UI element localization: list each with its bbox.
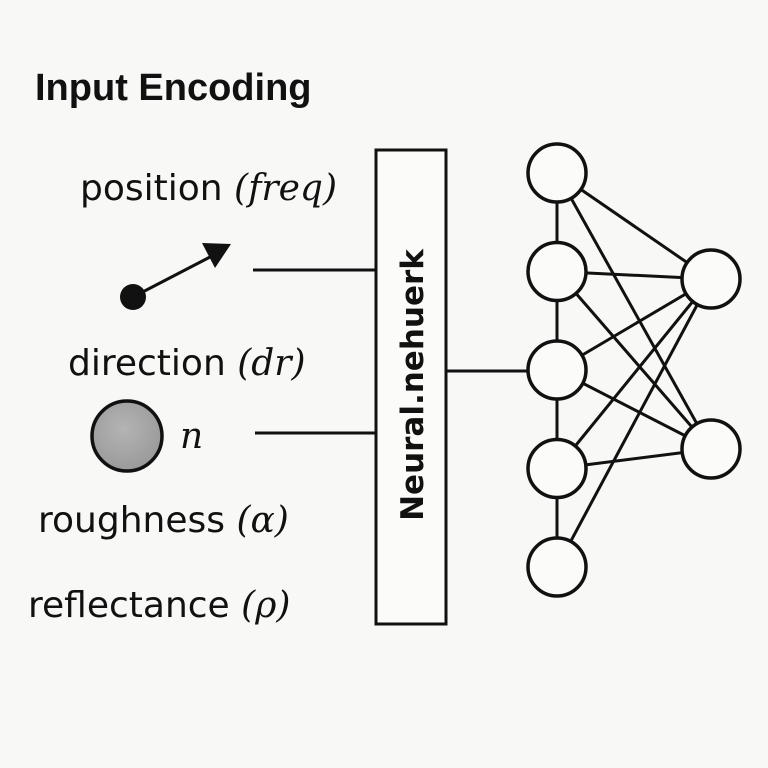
network-edge	[555, 278, 713, 470]
reflectance-label: reflectance (ρ)	[28, 585, 290, 626]
network-input-node	[526, 437, 588, 500]
material-sphere-icon	[90, 399, 164, 473]
network-input-node	[526, 536, 588, 598]
network-edge	[556, 171, 712, 281]
position-arrow-icon	[120, 243, 231, 310]
neural-network-graph	[526, 142, 742, 598]
network-input-node	[526, 339, 588, 401]
network-edge	[555, 278, 713, 568]
position-label: position (freq)	[80, 168, 337, 209]
neural-network-box: Neural.nehuerk	[374, 148, 448, 626]
network-output-node	[680, 418, 742, 480]
network-output-node	[680, 248, 742, 310]
network-input-node	[526, 142, 588, 204]
network-edge	[555, 270, 713, 450]
normal-symbol: n	[180, 416, 203, 457]
direction-label: direction (dr)	[68, 343, 306, 384]
network-input-node	[526, 240, 588, 303]
diagram-title: Input Encoding	[35, 67, 312, 109]
network-edge	[555, 172, 713, 450]
neural-network-box-label: Neural.nehuerk	[395, 248, 431, 521]
roughness-label: roughness (α)	[38, 500, 289, 541]
